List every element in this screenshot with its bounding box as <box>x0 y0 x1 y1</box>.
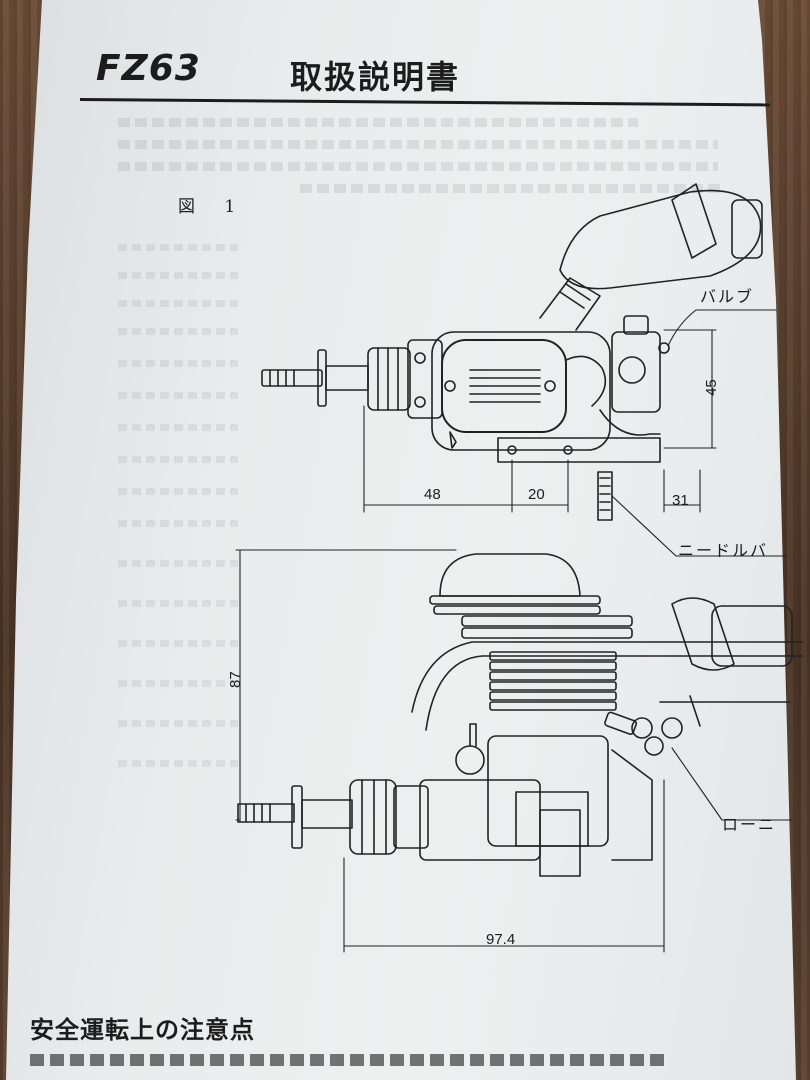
top-view-dimension-lines <box>363 309 787 557</box>
safety-section-heading: 安全運転上の注意点 <box>30 1016 255 1044</box>
dimension-45: 45 <box>703 379 720 396</box>
cut-off-text-line <box>30 1054 670 1066</box>
dimension-20: 20 <box>528 486 545 503</box>
dimension-31: 31 <box>672 492 689 509</box>
dimension-97-4: 97.4 <box>486 931 515 948</box>
document-title: 取扱説明書 <box>290 58 461 96</box>
model-name: FZ63 <box>96 48 201 89</box>
low-needle-callout: ローニ <box>722 815 776 834</box>
needle-callout: ニードルバ <box>678 541 768 560</box>
engine-side-view <box>237 553 803 877</box>
figure-label: 図 1 <box>178 197 248 217</box>
side-view-dimension-lines <box>235 549 793 953</box>
engine-top-view <box>261 183 763 521</box>
valve-callout: バルブ <box>700 287 754 306</box>
dimension-87: 87 <box>227 671 244 688</box>
dimension-48: 48 <box>424 486 441 503</box>
